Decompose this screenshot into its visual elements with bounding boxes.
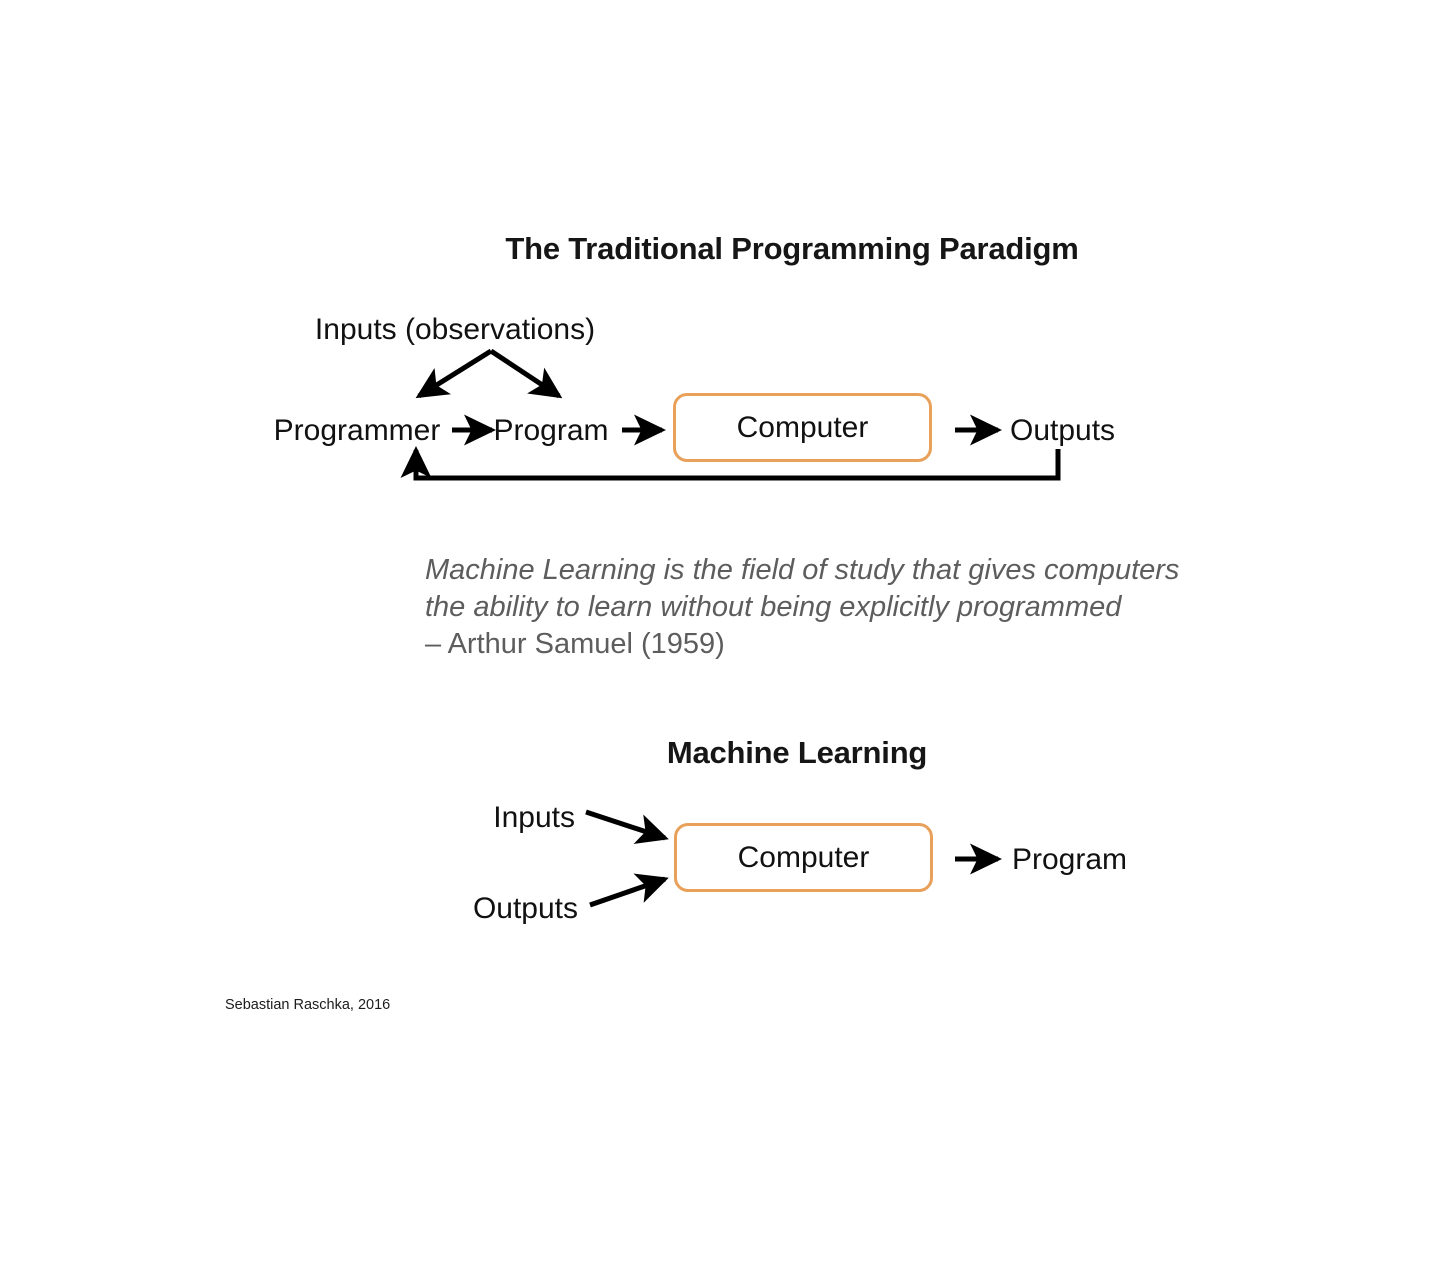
ml-outputs-arrow [589, 873, 669, 908]
ml-outputs-label: Outputs [472, 892, 578, 925]
traditional-computer-box[interactable]: Computer [673, 393, 932, 462]
traditional-inputs-label: Inputs (observations) [314, 313, 596, 346]
quote-line-2: the ability to learn without being expli… [425, 591, 1122, 623]
samuel-quote-block: Machine Learning is the field of study t… [425, 552, 1185, 663]
ml-inputs-label: Inputs [493, 801, 575, 834]
ml-computer-box[interactable]: Computer [674, 823, 933, 892]
quote-attribution: – Arthur Samuel (1959) [425, 628, 725, 660]
ml-computer-label: Computer [737, 840, 870, 874]
traditional-paradigm-title: The Traditional Programming Paradigm [505, 231, 1079, 266]
ml-program-label: Program [1012, 843, 1128, 876]
machine-learning-title: Machine Learning [666, 735, 928, 770]
traditional-programmer-label: Programmer [273, 414, 441, 447]
traditional-outputs-label: Outputs [1010, 414, 1116, 447]
ml-inputs-arrow [585, 809, 669, 844]
footer-credit: Sebastian Raschka, 2016 [225, 997, 391, 1013]
traditional-program-label: Program [493, 414, 609, 447]
traditional-computer-label: Computer [736, 410, 869, 444]
inputs-branch-left-arrow [415, 348, 493, 399]
quote-line-1: Machine Learning is the field of study t… [425, 554, 1180, 586]
inputs-branch-right-arrow [489, 348, 563, 399]
